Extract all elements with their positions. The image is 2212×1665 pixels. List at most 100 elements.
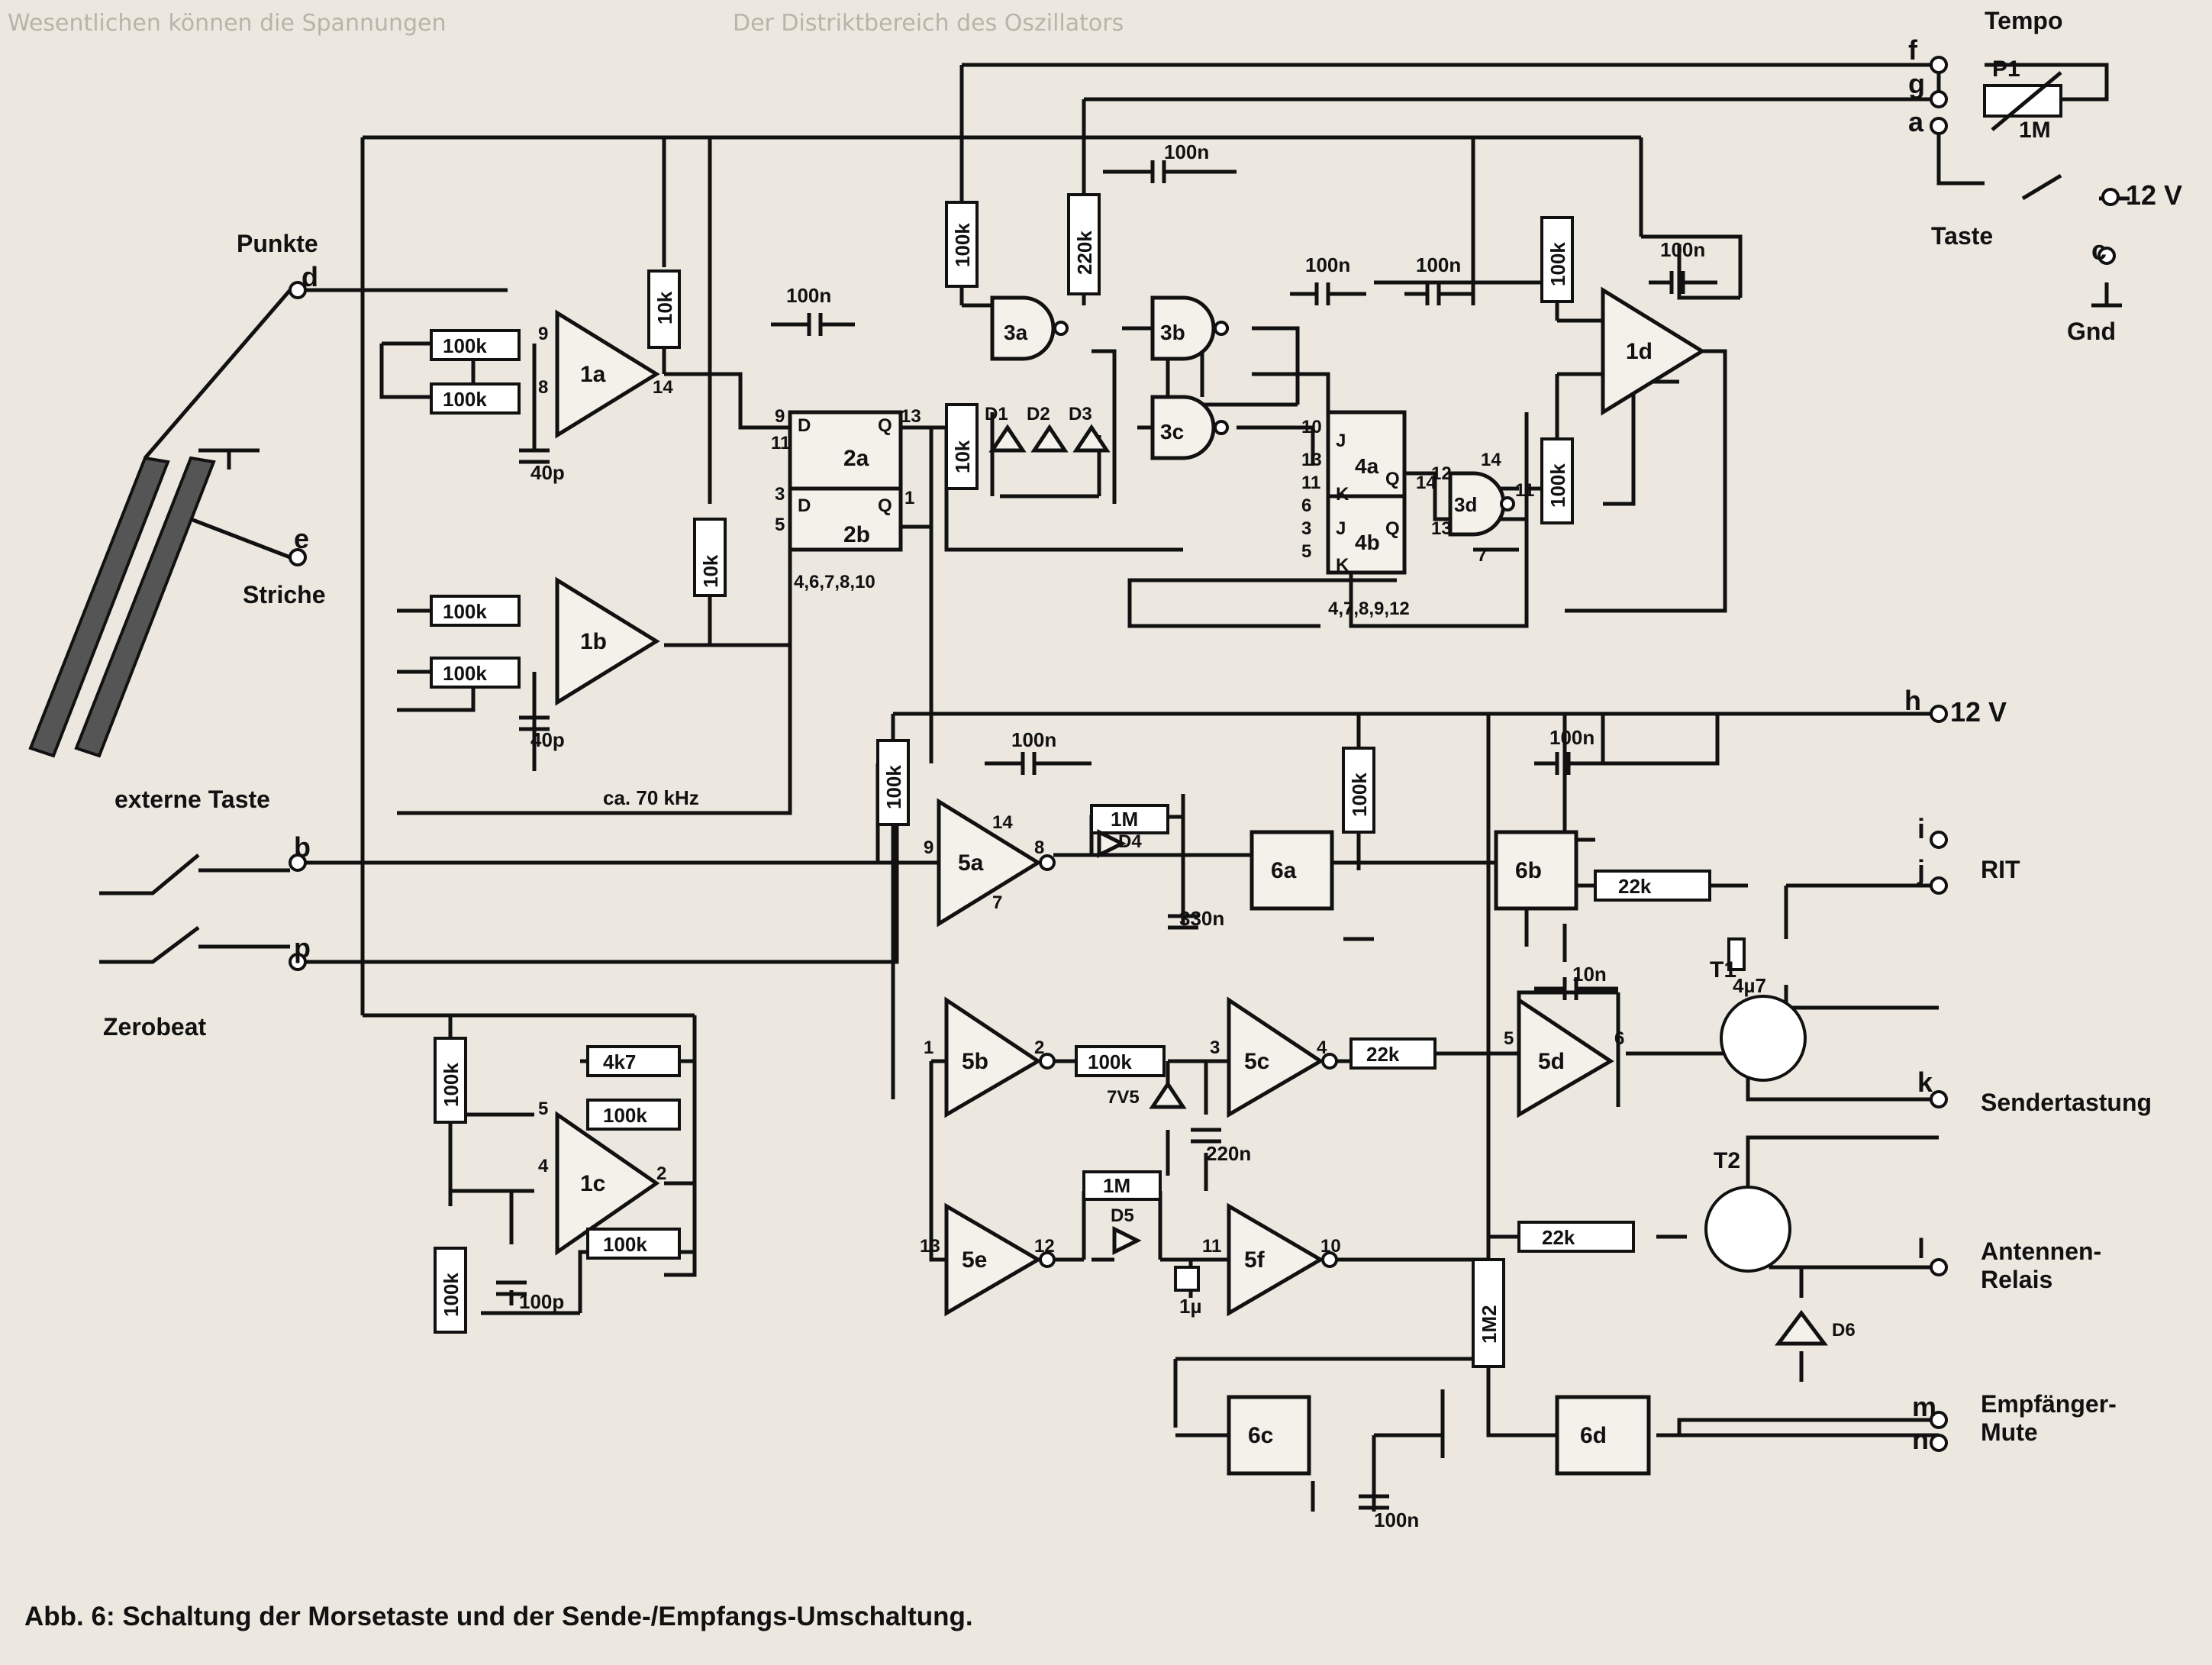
label-ic-6c: 6c: [1248, 1423, 1273, 1448]
label-p1-value: 1M: [2019, 118, 2051, 143]
terminal-f: [1930, 56, 1948, 74]
pin-4b: 4: [538, 1156, 549, 1176]
resistor-22k-2: [1349, 1037, 1437, 1070]
label-r-100k-10: 100k: [1088, 1050, 1132, 1073]
label-d: d: [301, 261, 318, 292]
label-t1: T1: [1710, 957, 1736, 983]
svg-text:Wesentlichen können die Spannu: Wesentlichen können die Spannungen: [8, 10, 447, 37]
resistor-100k-7: [1540, 437, 1574, 524]
resistor-10k-2: [693, 518, 727, 597]
pin-7a: 7: [1477, 545, 1487, 566]
label-ic-2b: 2b: [843, 522, 870, 547]
label-l: l: [1917, 1233, 1925, 1264]
cap-40p-1: [519, 448, 550, 464]
label-pins-2: 4,6,7,8,10: [794, 572, 875, 592]
resistor-1m2: [1472, 1258, 1505, 1368]
label-r-10k-3: 10k: [951, 440, 974, 473]
resistor-100k-12: [586, 1228, 681, 1260]
label-r-100k-12: 100k: [603, 1233, 647, 1256]
terminal-h: [1930, 705, 1948, 723]
label-p1: P1: [1992, 56, 2020, 82]
pin-5c: 5: [1504, 1028, 1514, 1049]
label-n: n: [1912, 1424, 1929, 1455]
label-j: j: [1917, 854, 1925, 886]
cap-4u7: [1727, 937, 1746, 971]
label-c-100p: 100p: [519, 1290, 564, 1313]
label-ff-j2: J: [1336, 518, 1346, 539]
label-f: f: [1908, 34, 1918, 66]
resistor-100k-3: [430, 595, 521, 627]
label-ic-2a: 2a: [843, 446, 869, 471]
label-ic-6b: 6b: [1515, 858, 1542, 883]
labels: Tempo f g a P1 1M 12 V Taste c Gnd Punkt…: [103, 7, 2182, 1531]
buffer-5b: [944, 996, 1042, 1118]
nand-gates: [990, 295, 1515, 537]
label-r-10k-2: 10k: [699, 554, 722, 588]
label-r-100k-8: 100k: [882, 765, 905, 809]
label-ff-q3: Q: [1385, 469, 1400, 489]
label-r-100k-1: 100k: [443, 334, 487, 357]
pin-1b: 1: [924, 1037, 933, 1058]
label-c-40p-1: 40p: [530, 461, 565, 484]
pin-14c: 14: [1481, 450, 1501, 470]
buffer-5f: [1227, 1202, 1324, 1317]
label-tempo: Tempo: [1985, 7, 2063, 34]
nand-3b: [1150, 295, 1216, 361]
label-ic-3d: 3d: [1454, 493, 1477, 516]
buffer-5d: [1517, 996, 1614, 1118]
paddle-left: [28, 456, 170, 758]
terminal-c: [2098, 247, 2116, 265]
cap-1u: [1174, 1266, 1200, 1292]
figure-caption: Abb. 6: Schaltung der Morsetaste und der…: [24, 1602, 973, 1631]
pin-9c: 9: [924, 837, 933, 858]
potentiometer-p1: [1983, 84, 2062, 118]
pin-11b: 11: [1301, 473, 1320, 493]
pin-14b: 14: [1416, 473, 1437, 493]
pin-3b: 3: [1301, 518, 1311, 539]
resistor-100k-4: [430, 657, 521, 689]
label-sendertastung: Sendertastung: [1981, 1089, 2152, 1116]
pin-13c: 13: [1431, 518, 1452, 539]
label-r-1m-2: 1M: [1103, 1174, 1130, 1197]
pin-14d: 14: [992, 812, 1013, 833]
label-ic-5f: 5f: [1244, 1247, 1266, 1273]
cap-220n: [1191, 1128, 1221, 1144]
buffer-5a: [937, 798, 1042, 928]
cap-40p-2: [519, 715, 550, 731]
label-c-100n-2: 100n: [786, 284, 831, 307]
label-punkte: Punkte: [237, 230, 318, 257]
label-ff-d2: D: [798, 495, 811, 516]
resistor-220k: [1067, 193, 1101, 295]
resistor-1m-2: [1082, 1170, 1162, 1201]
terminal-a: [1930, 117, 1948, 135]
pin-11d: 11: [1202, 1236, 1221, 1257]
label-ic-6d: 6d: [1580, 1423, 1607, 1448]
label-taste: Taste: [1931, 222, 1993, 250]
label-b: b: [294, 831, 311, 863]
label-ic-4a: 4a: [1355, 454, 1379, 478]
label-e: e: [294, 523, 309, 554]
label-c-100n-3: 100n: [1305, 253, 1350, 276]
background-text: Der Distriktbereich des Oszillators Wese…: [8, 10, 1124, 37]
label-r-22k-3: 22k: [1542, 1226, 1575, 1249]
paddle-right: [74, 456, 216, 758]
cap-100n-5: [1649, 271, 1717, 294]
pin-10b: 10: [1320, 1236, 1341, 1257]
morse-paddle: [28, 173, 2130, 964]
semiconductors: [988, 424, 1828, 1346]
label-7v5: 7V5: [1107, 1087, 1140, 1108]
terminal-12v-a: [2101, 188, 2120, 206]
label-12v-a: 12 V: [2126, 179, 2182, 211]
pin-10a: 10: [1301, 417, 1322, 437]
diode-d5: [1112, 1225, 1142, 1256]
label-c-100n-8: 100n: [1374, 1509, 1419, 1531]
pin-14a: 14: [653, 377, 673, 398]
pin-12a: 12: [1431, 463, 1452, 484]
flipflop-2: [788, 410, 903, 552]
wires: [298, 63, 2109, 1512]
terminal-i: [1930, 831, 1948, 849]
pin-9a: 9: [538, 324, 548, 344]
pin-5b: 5: [1301, 541, 1311, 562]
label-d3: D3: [1069, 404, 1092, 424]
label-r-100k-5: 100k: [951, 223, 974, 267]
